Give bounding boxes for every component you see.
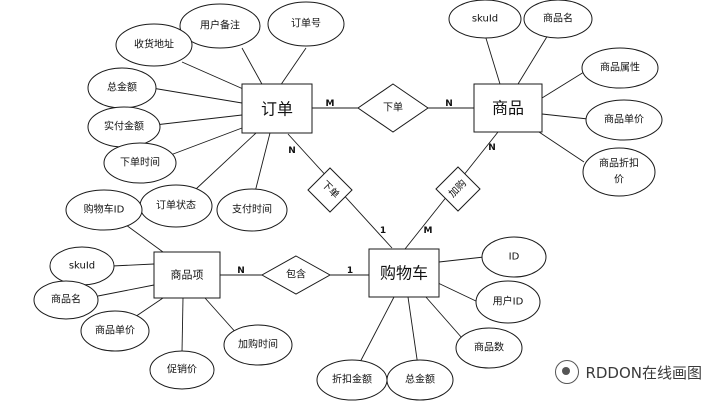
svg-text:ID: ID bbox=[509, 252, 520, 263]
entity-cart-label: 购物车 bbox=[380, 264, 428, 283]
attr-user-note[interactable]: 用户备注 bbox=[179, 3, 261, 49]
svg-text:商品折扣: 商品折扣 bbox=[599, 157, 639, 170]
attr-product-discount-price[interactable]: 商品折扣 价 bbox=[582, 147, 656, 197]
svg-text:用户ID: 用户ID bbox=[493, 295, 524, 308]
product-attributes: skuId 商品名 商品属性 商品单价 商品折扣 价 bbox=[448, 0, 663, 197]
svg-text:订单号: 订单号 bbox=[291, 18, 321, 30]
attr-order-time[interactable]: 下单时间 bbox=[103, 142, 177, 184]
svg-text:skuId: skuId bbox=[69, 261, 95, 272]
entity-order-label: 订单 bbox=[261, 100, 293, 119]
svg-text:促销价: 促销价 bbox=[167, 363, 197, 376]
item-attributes: 购物车ID skuId 商品名 商品单价 促销价 加购时间 bbox=[33, 189, 293, 390]
card-item-contains-n: N bbox=[237, 266, 245, 276]
relationship-contains[interactable]: 包含 bbox=[260, 255, 332, 295]
attr-total-amount-order[interactable]: 总金额 bbox=[87, 67, 157, 109]
cart-attributes: ID 用户ID 商品数 折扣金额 总金额 bbox=[316, 236, 547, 401]
svg-text:商品单价: 商品单价 bbox=[604, 113, 644, 126]
card-order-cart-n: N bbox=[288, 146, 296, 156]
attr-cart-user-id[interactable]: 用户ID bbox=[475, 280, 541, 324]
svg-text:总金额: 总金额 bbox=[405, 373, 435, 386]
svg-text:商品数: 商品数 bbox=[474, 341, 504, 354]
attr-item-add-time[interactable]: 加购时间 bbox=[223, 324, 293, 366]
svg-text:总金额: 总金额 bbox=[107, 81, 137, 94]
watermark: RDDON在线画图 bbox=[555, 360, 702, 384]
entity-order[interactable]: 订单 bbox=[241, 83, 313, 134]
relationship-add-to-cart[interactable]: 加购 bbox=[435, 166, 481, 212]
attr-item-sku-id[interactable]: skuId bbox=[49, 246, 115, 286]
entity-product[interactable]: 商品 bbox=[473, 83, 543, 133]
card-product-place-n: N bbox=[445, 99, 453, 109]
attr-order-status[interactable]: 订单状态 bbox=[139, 184, 213, 228]
attr-cart-discount-amount[interactable]: 折扣金额 bbox=[316, 359, 388, 401]
card-cart-order-1: 1 bbox=[380, 226, 386, 236]
attr-product-attrs[interactable]: 商品属性 bbox=[581, 47, 659, 89]
entity-item-label: 商品项 bbox=[171, 268, 204, 282]
attr-product-name[interactable]: 商品名 bbox=[523, 0, 593, 39]
relationship-contains-label: 包含 bbox=[286, 268, 306, 281]
attr-product-sku-id[interactable]: skuId bbox=[448, 0, 522, 39]
attr-pay-time[interactable]: 支付时间 bbox=[216, 188, 288, 232]
attr-cart-quantity[interactable]: 商品数 bbox=[455, 327, 523, 369]
attr-cart-id[interactable]: ID bbox=[481, 236, 547, 278]
svg-text:支付时间: 支付时间 bbox=[232, 203, 272, 216]
svg-text:skuId: skuId bbox=[472, 14, 498, 25]
svg-text:商品单价: 商品单价 bbox=[95, 324, 135, 337]
svg-text:收货地址: 收货地址 bbox=[134, 38, 174, 51]
attr-product-unit-price[interactable]: 商品单价 bbox=[585, 99, 663, 141]
svg-text:实付金额: 实付金额 bbox=[104, 120, 144, 133]
order-attributes: 用户备注 订单号 收货地址 总金额 实付金额 下单时间 订单状态 支付时间 bbox=[87, 1, 345, 232]
svg-text:加购时间: 加购时间 bbox=[238, 338, 278, 351]
entity-item[interactable]: 商品项 bbox=[153, 251, 221, 299]
card-order-place-m: M bbox=[326, 99, 335, 109]
svg-text:商品属性: 商品属性 bbox=[600, 61, 640, 74]
card-cart-contains-1: 1 bbox=[347, 266, 353, 276]
wechat-badge-icon bbox=[555, 360, 580, 384]
attr-cart-total-amount[interactable]: 总金额 bbox=[386, 359, 454, 401]
svg-text:商品名: 商品名 bbox=[543, 12, 573, 25]
svg-text:商品名: 商品名 bbox=[51, 293, 81, 306]
svg-text:订单状态: 订单状态 bbox=[156, 199, 196, 212]
attr-shipping-address[interactable]: 收货地址 bbox=[115, 23, 193, 67]
attr-item-unit-price[interactable]: 商品单价 bbox=[80, 310, 150, 352]
svg-text:购物车ID: 购物车ID bbox=[84, 203, 125, 216]
relationship-place-order-diag[interactable]: 下单 bbox=[307, 167, 353, 213]
watermark-text: RDDON在线画图 bbox=[585, 363, 702, 382]
svg-text:折扣金额: 折扣金额 bbox=[332, 373, 372, 386]
attr-item-name[interactable]: 商品名 bbox=[33, 280, 99, 320]
entity-cart[interactable]: 购物车 bbox=[368, 248, 440, 298]
svg-text:下单时间: 下单时间 bbox=[120, 156, 160, 169]
relationship-place-order-top-label: 下单 bbox=[383, 102, 403, 114]
card-product-add-n: N bbox=[488, 143, 496, 153]
attr-item-promo-price[interactable]: 促销价 bbox=[149, 350, 215, 390]
attr-order-no[interactable]: 订单号 bbox=[267, 1, 345, 47]
card-cart-add-m: M bbox=[424, 226, 433, 236]
svg-text:用户备注: 用户备注 bbox=[200, 19, 240, 32]
cardinality-labels: M N N 1 N M N 1 bbox=[237, 99, 496, 276]
svg-text:价: 价 bbox=[614, 174, 624, 186]
entity-product-label: 商品 bbox=[492, 99, 524, 118]
attr-item-cart-id[interactable]: 购物车ID bbox=[65, 189, 143, 231]
attr-paid-amount[interactable]: 实付金额 bbox=[87, 106, 161, 148]
relationship-place-order-top[interactable]: 下单 bbox=[357, 83, 429, 133]
